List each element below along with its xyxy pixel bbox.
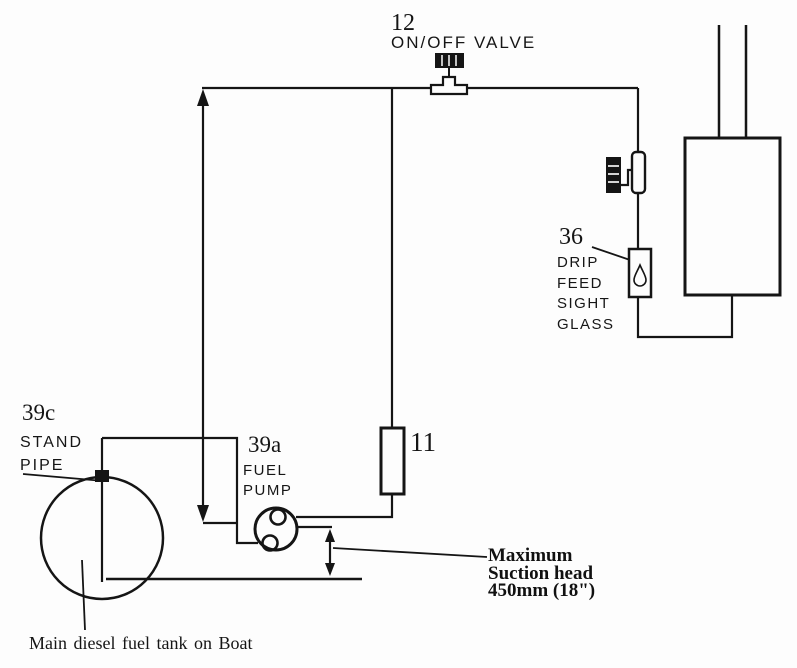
onoff-valve-label: ON/OFF VALVE <box>391 33 537 52</box>
pipe-filter-to-pump <box>296 492 394 519</box>
stand-pipe-fitting <box>95 470 109 482</box>
suction-head-note-line: Maximum <box>488 545 573 566</box>
flow-arrow-up-icon <box>197 89 209 106</box>
stand-pipe-number: 39c <box>22 400 56 425</box>
sight-glass-label-line: SIGHT <box>557 295 611 312</box>
valve-knob-knurling <box>441 55 457 66</box>
fuel-filter-number: 11 <box>410 427 436 457</box>
regulating-valve-symbol <box>606 150 647 195</box>
sight-glass-symbol <box>627 247 653 299</box>
fuel-filter-body <box>379 426 406 496</box>
suction-head-note-line: 450mm (18") <box>488 580 596 601</box>
fuel-pump-symbol <box>253 506 299 552</box>
suction-head-dimension-arrow <box>325 529 335 576</box>
pump-port-bottom <box>261 534 279 552</box>
sight-glass-label-line: DRIP <box>557 254 599 271</box>
fuel-pump-number: 39a <box>248 432 282 457</box>
sight-glass-number: 36 <box>559 224 583 250</box>
suction-head-note-line: Suction head <box>488 562 594 584</box>
fuel-drop-icon <box>633 262 647 287</box>
pump-port-top <box>269 508 287 526</box>
onoff-valve-symbol <box>429 53 469 96</box>
regulator-body <box>630 150 647 195</box>
sight-glass-label-line: FEED <box>557 274 604 292</box>
pipe-lines <box>22 25 748 631</box>
heater-unit <box>683 136 782 297</box>
fuel-pump-label: FUEL PUMP <box>243 461 292 500</box>
sight-glass-leader-line <box>591 246 634 262</box>
regulator-bracket <box>621 168 633 187</box>
regulator-knob <box>606 157 621 193</box>
fuel-pump-label-line: FUEL <box>243 462 288 479</box>
stand-pipe-label-line: STAND <box>20 434 84 451</box>
sight-glass-label-line: GLASS <box>557 315 615 333</box>
pipe-sightglass-to-heater <box>636 295 734 339</box>
onoff-valve-number: 12 <box>391 10 415 36</box>
fuel-pump-label-line: PUMP <box>243 481 293 499</box>
dimension-arrow-up-icon <box>325 529 335 542</box>
pipe-tank-to-pump <box>102 436 258 545</box>
tank-caption: Main diesel fuel tank on Boat <box>29 633 253 653</box>
sight-glass-body <box>627 247 653 299</box>
flow-arrow-down-icon <box>197 505 209 522</box>
stand-pipe-label-line: PIPE <box>20 457 65 474</box>
suction-head-leader-line <box>332 547 488 558</box>
sight-glass-label: DRIP FEED SIGHT GLASS <box>557 253 615 335</box>
suction-head-note: Maximum Suction head 450mm (18") <box>488 545 596 601</box>
stand-pipe-label: STAND PIPE <box>20 431 83 477</box>
stand-pipe-leader-line <box>22 473 105 482</box>
valve-tee-fitting <box>429 75 469 96</box>
regulator-knob-knurling <box>608 165 619 183</box>
dimension-arrow-down-icon <box>325 563 335 576</box>
